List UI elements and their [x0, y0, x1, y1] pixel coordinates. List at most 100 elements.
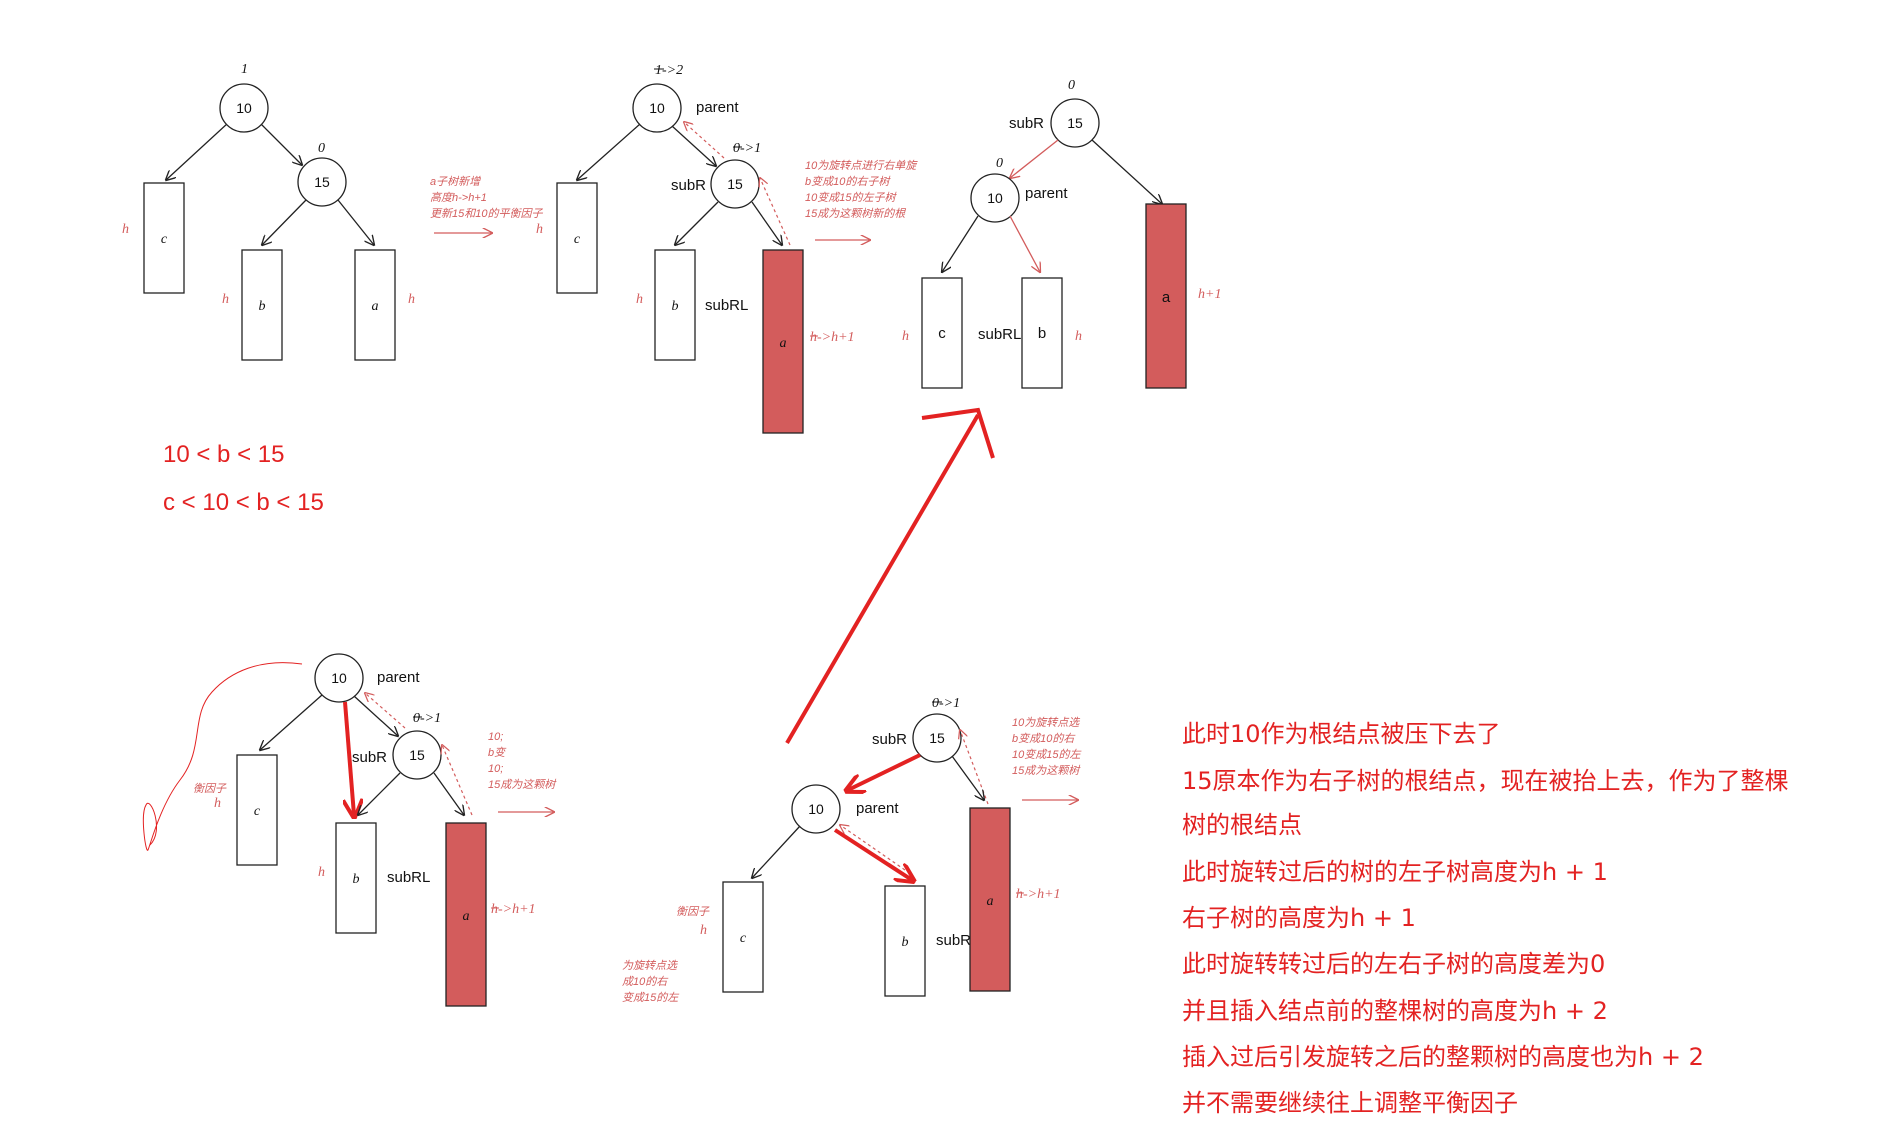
height-label: h: [700, 923, 707, 938]
subtree-a-label: a: [372, 299, 379, 314]
svg-text:15成为这颗树新的根: 15成为这颗树新的根: [805, 207, 906, 220]
node-15: 15: [710, 159, 760, 209]
parent-label: parent: [856, 800, 899, 817]
side-note: 衡因子: [676, 905, 710, 918]
svg-text:b变成10的右: b变成10的右: [1012, 732, 1076, 745]
parent-label: parent: [377, 669, 420, 686]
svg-text:15: 15: [929, 730, 945, 746]
note-line: 右子树的高度为h + 1: [1182, 904, 1416, 932]
subR-label: subR: [671, 177, 706, 194]
child-balance-factor: 0->1: [932, 696, 960, 711]
subR-label: subR: [872, 731, 907, 748]
subtree-c: [722, 881, 764, 993]
subtree-c: [143, 182, 185, 294]
svg-text:10: 10: [808, 801, 824, 817]
height-label: h: [636, 292, 643, 307]
note-line: 此时10作为根结点被压下去了: [1182, 720, 1501, 748]
subtree-c-label: c: [254, 804, 261, 819]
subRL-label: subRL: [387, 869, 430, 886]
node-15: 15: [912, 713, 962, 763]
svg-text:15成为这颗树: 15成为这颗树: [1012, 764, 1081, 777]
subtree-a-grown: [1145, 203, 1187, 389]
svg-text:10: 10: [987, 190, 1003, 206]
node-15: 15: [392, 730, 442, 780]
height-label: h: [902, 329, 909, 344]
svg-text:15: 15: [314, 174, 330, 190]
note-line: 15原本作为右子树的根结点，现在被抬上去，作为了整棵: [1182, 767, 1789, 795]
height-label: h: [536, 222, 543, 237]
svg-text:高度h->h+1: 高度h->h+1: [430, 191, 487, 204]
subtree-a-label: a: [987, 894, 994, 909]
svg-text:10;: 10;: [488, 731, 503, 743]
a-height: h+1: [1198, 287, 1221, 302]
side-note: 衡因子: [193, 782, 227, 795]
note-line: 并不需要继续往上调整平衡因子: [1182, 1089, 1518, 1117]
subtree-a-grown: [762, 249, 804, 434]
subtree-b: [884, 885, 926, 997]
svg-text:10: 10: [331, 670, 347, 686]
parent-label: parent: [696, 99, 739, 116]
svg-text:10变成15的左: 10变成15的左: [1012, 748, 1082, 761]
subtree-b-label: b: [1038, 325, 1046, 342]
a-height-change: h->h+1: [491, 902, 536, 917]
subRL-label: subRL: [705, 297, 748, 314]
inequality-2: c < 10 < b < 15: [163, 489, 324, 516]
panel-4-rotation-step: 衡因子 h 10 parent 0->1 subR 15 c b h subRL…: [142, 653, 557, 1007]
subtree-a-grown: [969, 807, 1011, 992]
svg-text:15: 15: [727, 176, 743, 192]
root-balance-factor: 0: [1068, 78, 1075, 93]
svg-text:10为旋转点进行右单旋: 10为旋转点进行右单旋: [805, 159, 918, 172]
subtree-b-label: b: [353, 872, 360, 887]
subtree-b-label: b: [672, 299, 679, 314]
arrow-1: a子树新增 高度h->h+1 更新15和10的平衡因子: [430, 175, 543, 233]
subtree-b: [654, 249, 696, 361]
svg-text:15: 15: [1067, 115, 1083, 131]
svg-text:成10的右: 成10的右: [622, 975, 669, 988]
arrow-2: 10为旋转点进行右单旋 b变成10的右子树 10变成15的左子树 15成为这颗树…: [805, 159, 918, 240]
svg-text:15: 15: [409, 747, 425, 763]
subtree-b: [1021, 277, 1063, 389]
svg-text:a子树新增: a子树新增: [430, 175, 481, 188]
child-balance-factor: 0->1: [413, 711, 441, 726]
height-label: h: [222, 292, 229, 307]
inequalities: 10 < b < 15 c < 10 < b < 15: [163, 441, 324, 516]
svg-text:10变成15的左子树: 10变成15的左子树: [805, 191, 897, 204]
root-balance-factor: 1: [241, 62, 248, 77]
node-10: 10: [970, 173, 1020, 223]
subtree-b: [335, 822, 377, 934]
inequality-1: 10 < b < 15: [163, 441, 284, 468]
panel-5-rotation-step: 为旋转点选 成10的右 变成15的左 衡因子 h 0->1 subR 15 10…: [622, 696, 1082, 1004]
svg-text:10为旋转点选: 10为旋转点选: [1012, 716, 1080, 729]
subR-label: subR: [1009, 115, 1044, 132]
subtree-c-label: c: [574, 232, 581, 247]
panel-3-after-rotation: 0 subR 15 0 10 parent c h subRL b h a h+…: [902, 78, 1221, 389]
height-label: h: [318, 865, 325, 880]
svg-text:为旋转点选: 为旋转点选: [622, 959, 678, 972]
subtree-a: [354, 249, 396, 361]
parent-label: parent: [1025, 185, 1068, 202]
subtree-b-label: b: [259, 299, 266, 314]
child-balance-factor: 0: [318, 141, 325, 156]
a-height-change: h->h+1: [1016, 887, 1061, 902]
panel-2-after-insert: 1->2 10 parent 0->1 subR 15 c h b h subR…: [536, 63, 855, 434]
height-label: h: [122, 222, 129, 237]
root-balance-factor: 1->2: [655, 63, 683, 78]
subR-label: subR: [352, 749, 387, 766]
a-height-change: h->h+1: [810, 330, 855, 345]
note-line: 插入过后引发旋转之后的整颗树的高度也为h + 2: [1182, 1043, 1704, 1071]
svg-text:更新15和10的平衡因子: 更新15和10的平衡因子: [430, 207, 543, 220]
note-line: 树的根结点: [1182, 811, 1302, 839]
svg-text:b变成10的右子树: b变成10的右子树: [805, 175, 891, 188]
big-red-arrow: [785, 407, 995, 745]
node-10: 10: [632, 83, 682, 133]
subtree-c: [921, 277, 963, 389]
svg-text:10: 10: [236, 100, 252, 116]
left-balance-factor: 0: [996, 156, 1003, 171]
node-10: 10: [219, 83, 269, 133]
subtree-a-label: a: [1162, 289, 1171, 306]
node-15: 15: [1050, 98, 1100, 148]
height-label: h: [1075, 329, 1082, 344]
height-label: h: [214, 796, 221, 811]
height-label: h: [408, 292, 415, 307]
subtree-c-label: c: [938, 325, 946, 342]
